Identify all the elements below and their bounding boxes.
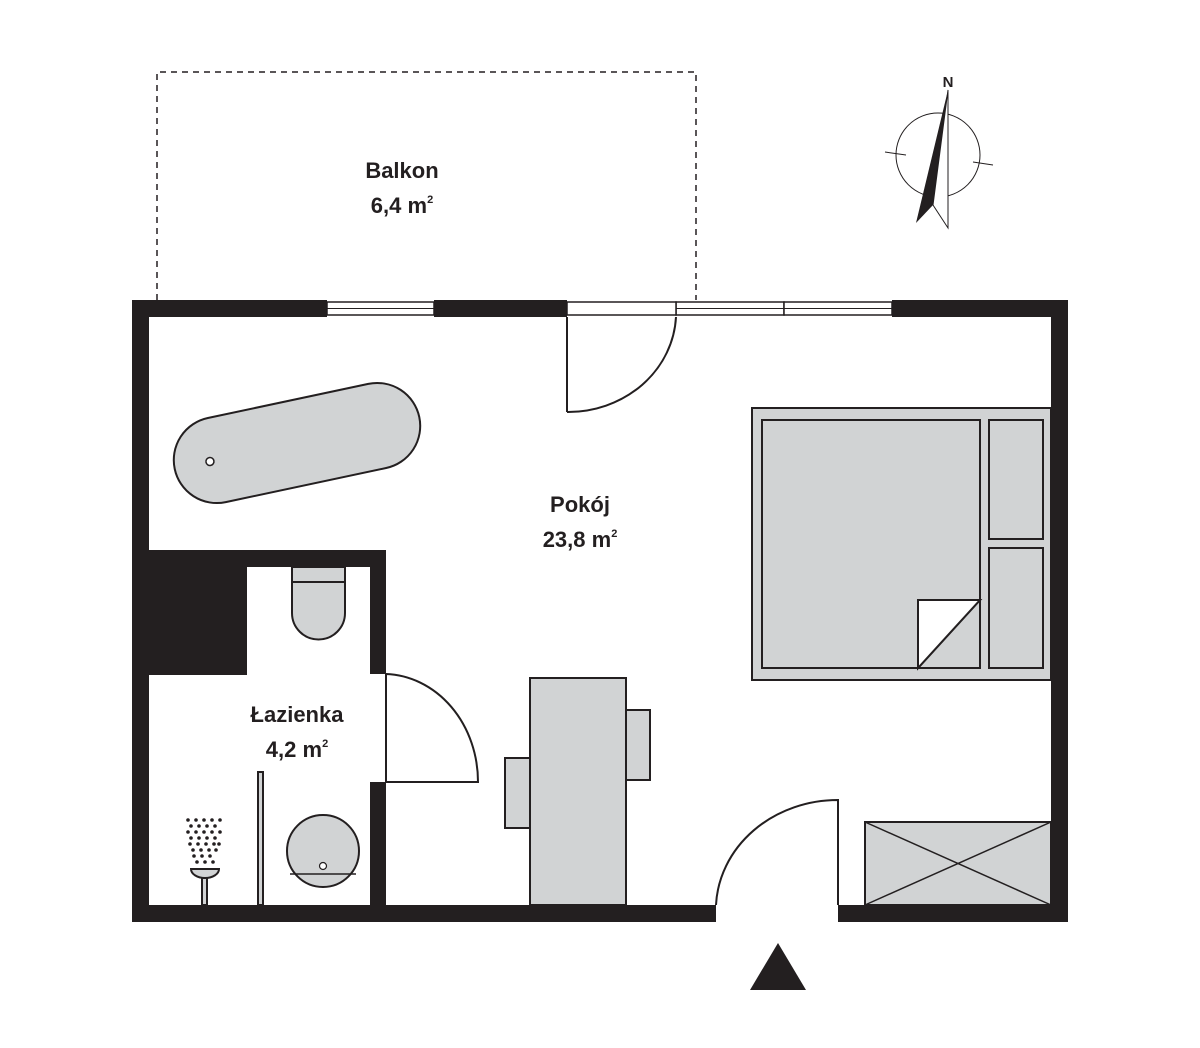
nightstand (988, 547, 1044, 669)
wardrobe (864, 821, 1052, 906)
compass: N (884, 74, 994, 230)
walls (132, 300, 1068, 922)
shower-spray-dot (191, 848, 195, 852)
window (675, 301, 785, 316)
shower-spray-dot (211, 860, 215, 864)
room-label-balcony: Balkon (365, 158, 438, 183)
shower-spray-dot (199, 848, 203, 852)
bathroom-door (385, 672, 480, 783)
shower-spray-dot (194, 818, 198, 822)
toilet (291, 566, 346, 641)
shower-spray-dot (189, 836, 193, 840)
bathtub (172, 381, 422, 505)
shower-spray-dot (195, 860, 199, 864)
shower-spray-dot (203, 860, 207, 864)
shaft-block (149, 567, 247, 675)
balcony-door (566, 316, 677, 414)
shower (186, 818, 222, 906)
shower-spray-dot (207, 848, 211, 852)
sink (286, 814, 360, 888)
shower-spray-dot (204, 842, 208, 846)
window (326, 301, 435, 316)
shower-spray-dot (192, 854, 196, 858)
room-area-bathroom: 4,2 m2 (266, 737, 328, 762)
shower-spray-dot (188, 842, 192, 846)
room-area-room: 23,8 m2 (543, 527, 618, 552)
shower-spray-dot (189, 824, 193, 828)
shower-spray-dot (208, 854, 212, 858)
room-area-balcony: 6,4 m2 (371, 193, 433, 218)
shower-spray-dot (186, 818, 190, 822)
room-label-room: Pokój (550, 492, 610, 517)
north-needle-icon (916, 90, 948, 223)
shower-spray-dot (205, 824, 209, 828)
window (783, 301, 893, 316)
desk (529, 677, 627, 906)
shower-spray-dot (213, 824, 217, 828)
shower-spray-dot (217, 842, 221, 846)
shower-spray-dot (202, 830, 206, 834)
chair (625, 709, 651, 781)
shower-spray-dot (194, 830, 198, 834)
balcony-door-frame (566, 301, 677, 316)
entrance-door (715, 798, 839, 906)
shower-partition (257, 771, 264, 906)
shower-spray-dot (214, 848, 218, 852)
shower-spray-dot (210, 830, 214, 834)
chair (504, 757, 531, 829)
shower-spray-dot (200, 854, 204, 858)
balcony-outline (156, 71, 697, 300)
shower-spray-dot (218, 818, 222, 822)
shower-spray-dot (205, 836, 209, 840)
room-label-bathroom: Łazienka (251, 702, 345, 727)
shower-spray-dot (197, 836, 201, 840)
shower-spray-dot (202, 818, 206, 822)
nightstand (988, 419, 1044, 540)
shower-spray-dot (213, 836, 217, 840)
windows (326, 301, 893, 316)
shower-spray-dot (197, 824, 201, 828)
shower-spray-dot (212, 842, 216, 846)
shower-spray-dot (186, 830, 190, 834)
shower-spray-dot (196, 842, 200, 846)
shower-spray-dot (210, 818, 214, 822)
compass-north-label: N (943, 74, 954, 91)
shower-spray-dot (218, 830, 222, 834)
entrance-arrow-icon (750, 943, 806, 990)
